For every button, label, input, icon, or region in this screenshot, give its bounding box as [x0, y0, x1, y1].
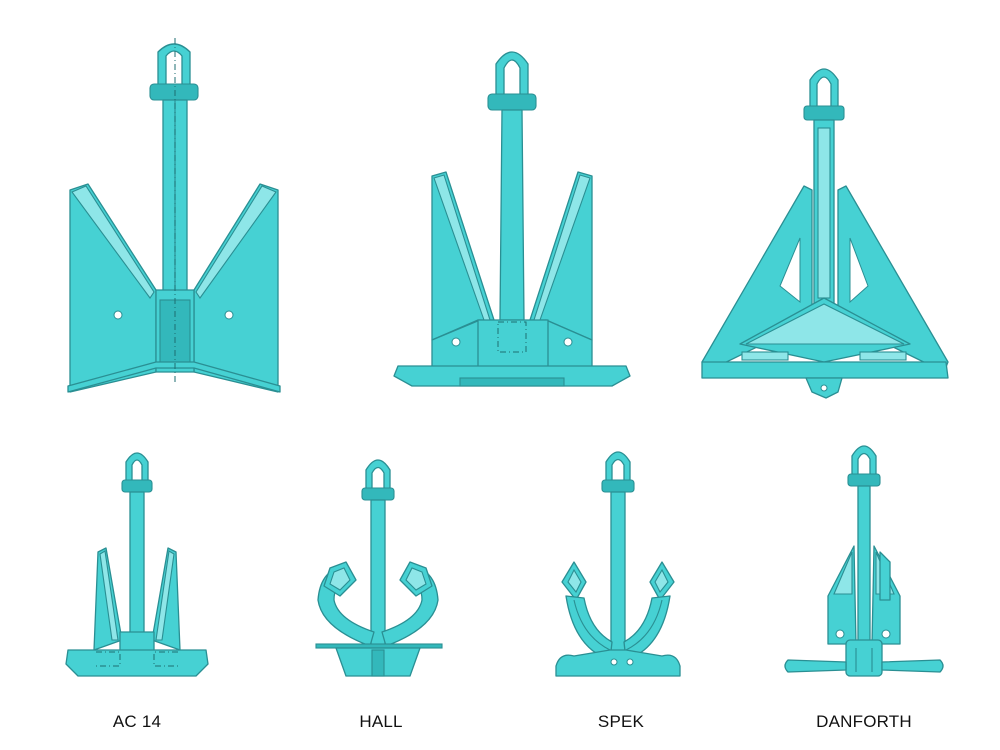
label-danforth: DANFORTH: [816, 712, 912, 731]
label-hall: HALL: [359, 712, 403, 731]
anchor-large-triangular: [701, 68, 949, 399]
anchor-large-flat-fluke: [67, 38, 281, 393]
label-ac14: AC 14: [112, 712, 162, 731]
anchor-ac14: [65, 452, 209, 677]
anchor-hall: [315, 459, 443, 677]
anchor-danforth: [784, 445, 944, 677]
anchor-large-block-crown: [393, 51, 631, 387]
anchor-spek: [555, 451, 681, 677]
label-spek: SPEK: [597, 712, 645, 731]
